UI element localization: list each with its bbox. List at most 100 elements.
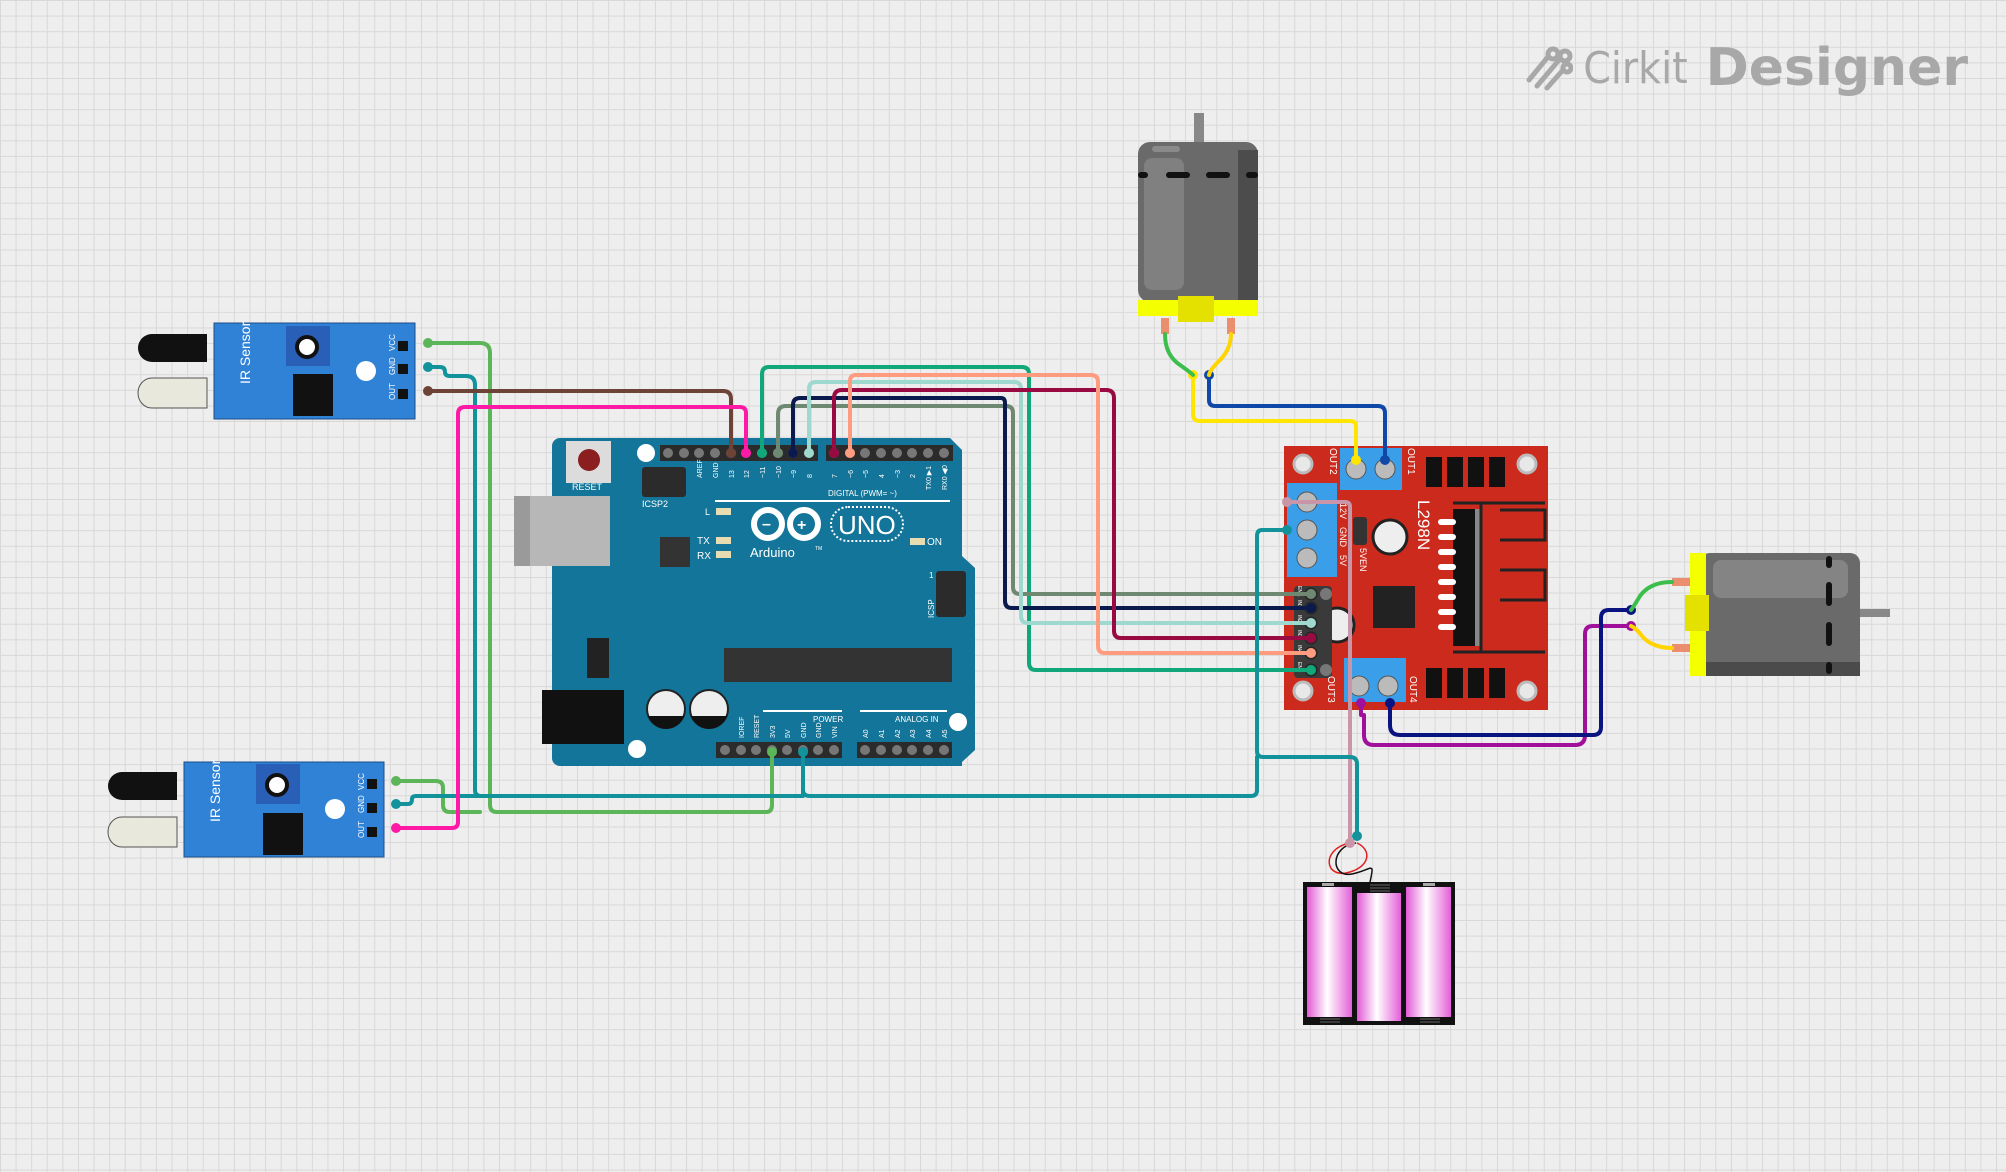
analog-pin-a4[interactable] bbox=[923, 745, 933, 755]
digital-pin[interactable] bbox=[710, 448, 720, 458]
motor-2-terminal-b[interactable] bbox=[1672, 644, 1690, 652]
icsp2-label: ICSP2 bbox=[642, 499, 668, 509]
motor-1-terminal-b[interactable] bbox=[1227, 318, 1235, 334]
l298n-pin-label: IN2 bbox=[1296, 615, 1302, 623]
dc-motor-2[interactable] bbox=[1672, 553, 1890, 676]
wire-l298n-12v-battery-positive[interactable] bbox=[1285, 500, 1352, 845]
wire-l298n-gnd-battery-negative[interactable] bbox=[1255, 528, 1359, 838]
power-pin-ioref[interactable] bbox=[736, 745, 746, 755]
ir-sensor-1-pin-out[interactable] bbox=[398, 389, 408, 399]
logo-word-designer: Designer bbox=[1705, 38, 1968, 98]
wire-l298n-12v-battery-positive-end-dot bbox=[1345, 838, 1355, 848]
wire-arduino-6-l298n-in4[interactable] bbox=[848, 373, 1313, 655]
l298n-chip bbox=[1453, 509, 1475, 646]
wire-arduino-11-l298n-enb[interactable] bbox=[760, 365, 1313, 672]
ir-sensor-1[interactable]: IR Sensor VCC GND OUT bbox=[137, 321, 416, 420]
wire-l298n-out4-motor-2-terminal-a[interactable] bbox=[1388, 608, 1633, 737]
ir-sensor-1-pin-vcc[interactable] bbox=[398, 341, 408, 351]
digital-pin[interactable] bbox=[876, 448, 886, 458]
wire-ir-sensor-1-gnd-arduino-gnd-end-dot bbox=[798, 747, 808, 757]
digital-pin[interactable] bbox=[939, 448, 949, 458]
out3-label: OUT3 bbox=[1325, 676, 1336, 703]
wire-l298n-out1-motor-1-terminal-b[interactable] bbox=[1207, 373, 1387, 462]
wire-l298n-out2-motor-1-terminal-a[interactable] bbox=[1191, 373, 1358, 462]
wire-arduino-7-l298n-in3[interactable] bbox=[832, 388, 1313, 640]
ir-sensor-2-pin-vcc[interactable] bbox=[367, 779, 377, 789]
ir-sensor-1-pin-gnd[interactable] bbox=[398, 364, 408, 374]
wire-ir-sensor-1-out-arduino-13-start-dot bbox=[423, 386, 433, 396]
digital-pin-label-10: ~5 bbox=[863, 470, 870, 478]
power-pin-reset[interactable] bbox=[751, 745, 761, 755]
wire-arduino-10-l298n-ena-end-dot bbox=[1306, 589, 1316, 599]
ir-sensor-2[interactable]: IR Sensor VCC GND OUT bbox=[107, 759, 385, 858]
digital-pin[interactable] bbox=[694, 448, 704, 458]
wire-l298n-out3-motor-2-terminal-b[interactable] bbox=[1359, 624, 1633, 747]
5ven-jumper[interactable] bbox=[1353, 517, 1367, 545]
digital-pin[interactable] bbox=[679, 448, 689, 458]
power-pin-gnd[interactable] bbox=[813, 745, 823, 755]
wire-l298n-out4-motor-2-terminal-a-start-dot bbox=[1385, 698, 1395, 708]
analog-pin-a2[interactable] bbox=[892, 745, 902, 755]
terminal-out4-screw[interactable] bbox=[1377, 675, 1399, 697]
power-pin-5v[interactable] bbox=[782, 745, 792, 755]
circuit-traces-icon bbox=[1526, 46, 1574, 91]
digital-pin[interactable] bbox=[907, 448, 917, 458]
digital-pin-label-7: 8 bbox=[807, 474, 814, 478]
wire-arduino-6-l298n-in4-end-dot bbox=[1306, 648, 1316, 658]
l298n-pin-label: ENB bbox=[1296, 662, 1302, 673]
wire-arduino-9-l298n-in1[interactable] bbox=[791, 396, 1313, 610]
dc-power-jack[interactable] bbox=[542, 690, 624, 744]
analog-pin-a3[interactable] bbox=[907, 745, 917, 755]
wire-ir-sensor-1-out-arduino-13[interactable] bbox=[426, 389, 733, 455]
battery-pack[interactable] bbox=[1303, 842, 1455, 1025]
out2-label: OUT2 bbox=[1327, 448, 1338, 475]
analog-pin-a1[interactable] bbox=[876, 745, 886, 755]
wire-l298n-gnd-arduino-gnd[interactable] bbox=[801, 755, 1259, 798]
wire-arduino-7-l298n-in3-start-dot bbox=[829, 448, 839, 458]
wire-arduino-7-l298n-in3-end-dot bbox=[1306, 633, 1316, 643]
digital-pin[interactable] bbox=[860, 448, 870, 458]
l298n-capacitor-1 bbox=[1371, 518, 1409, 556]
mounting-hole bbox=[949, 713, 967, 731]
analog-pin-label: A0 bbox=[863, 729, 870, 738]
wire-arduino-11-l298n-enb-start-dot bbox=[757, 448, 767, 458]
wire-arduino-10-l298n-ena[interactable] bbox=[776, 404, 1313, 596]
wire-ir-sensor-1-vcc-arduino-3v3[interactable] bbox=[426, 341, 774, 814]
ir-sensor-2-pin-vcc-label: VCC bbox=[357, 773, 366, 790]
motor-1-terminal-a[interactable] bbox=[1161, 318, 1169, 334]
motor-2-vents bbox=[1826, 556, 1832, 674]
digital-pin-label-3: 12 bbox=[744, 470, 751, 478]
power-pin-label: VIN bbox=[832, 726, 839, 738]
wire-l298n-gnd-battery-negative-start-dot bbox=[1282, 525, 1292, 535]
analog-pin-a0[interactable] bbox=[860, 745, 870, 755]
power-pin-label: GND bbox=[816, 722, 823, 738]
wire-ir-sensor-2-out-arduino-12[interactable] bbox=[394, 405, 748, 830]
ir-sensor-2-pin-gnd[interactable] bbox=[367, 803, 377, 813]
chip-legs bbox=[1438, 519, 1456, 630]
wire-ir-sensor-1-vcc-arduino-3v3-start-dot bbox=[423, 338, 433, 348]
uno-badge bbox=[830, 506, 904, 542]
motor-2-terminal-a[interactable] bbox=[1672, 578, 1690, 586]
digital-pin-label-8: 7 bbox=[832, 474, 839, 478]
analog-pin-a5[interactable] bbox=[939, 745, 949, 755]
wire-ir-sensor-1-vcc-arduino-3v3-end-dot bbox=[767, 747, 777, 757]
terminal-gnd-screw[interactable] bbox=[1296, 519, 1318, 541]
ir-sensor-2-pin-out[interactable] bbox=[367, 827, 377, 837]
digital-pin[interactable] bbox=[892, 448, 902, 458]
digital-pin[interactable] bbox=[923, 448, 933, 458]
terminal-5v-screw[interactable] bbox=[1296, 547, 1318, 569]
voltage-regulator bbox=[587, 638, 609, 678]
dc-motor-1[interactable] bbox=[1138, 113, 1258, 334]
l298n-pin-5v-b[interactable] bbox=[1320, 664, 1332, 676]
power-pin-nc[interactable] bbox=[720, 745, 730, 755]
ir-sensor-2-pin-out-label: OUT bbox=[357, 821, 366, 838]
power-pin-vin[interactable] bbox=[829, 745, 839, 755]
wire-ir-sensor-2-gnd-arduino-gnd[interactable] bbox=[394, 794, 483, 806]
comparator-chip bbox=[293, 374, 333, 416]
l298n-motor-driver[interactable]: OUT2 OUT1 12V GND 5V 5VEN L298N bbox=[1284, 446, 1548, 710]
l298n-pin-5v-a[interactable] bbox=[1320, 588, 1332, 600]
wire-arduino-9-l298n-in1-end-dot bbox=[1306, 603, 1316, 613]
digital-pin[interactable] bbox=[663, 448, 673, 458]
wire-arduino-8-l298n-in2[interactable] bbox=[807, 380, 1313, 625]
